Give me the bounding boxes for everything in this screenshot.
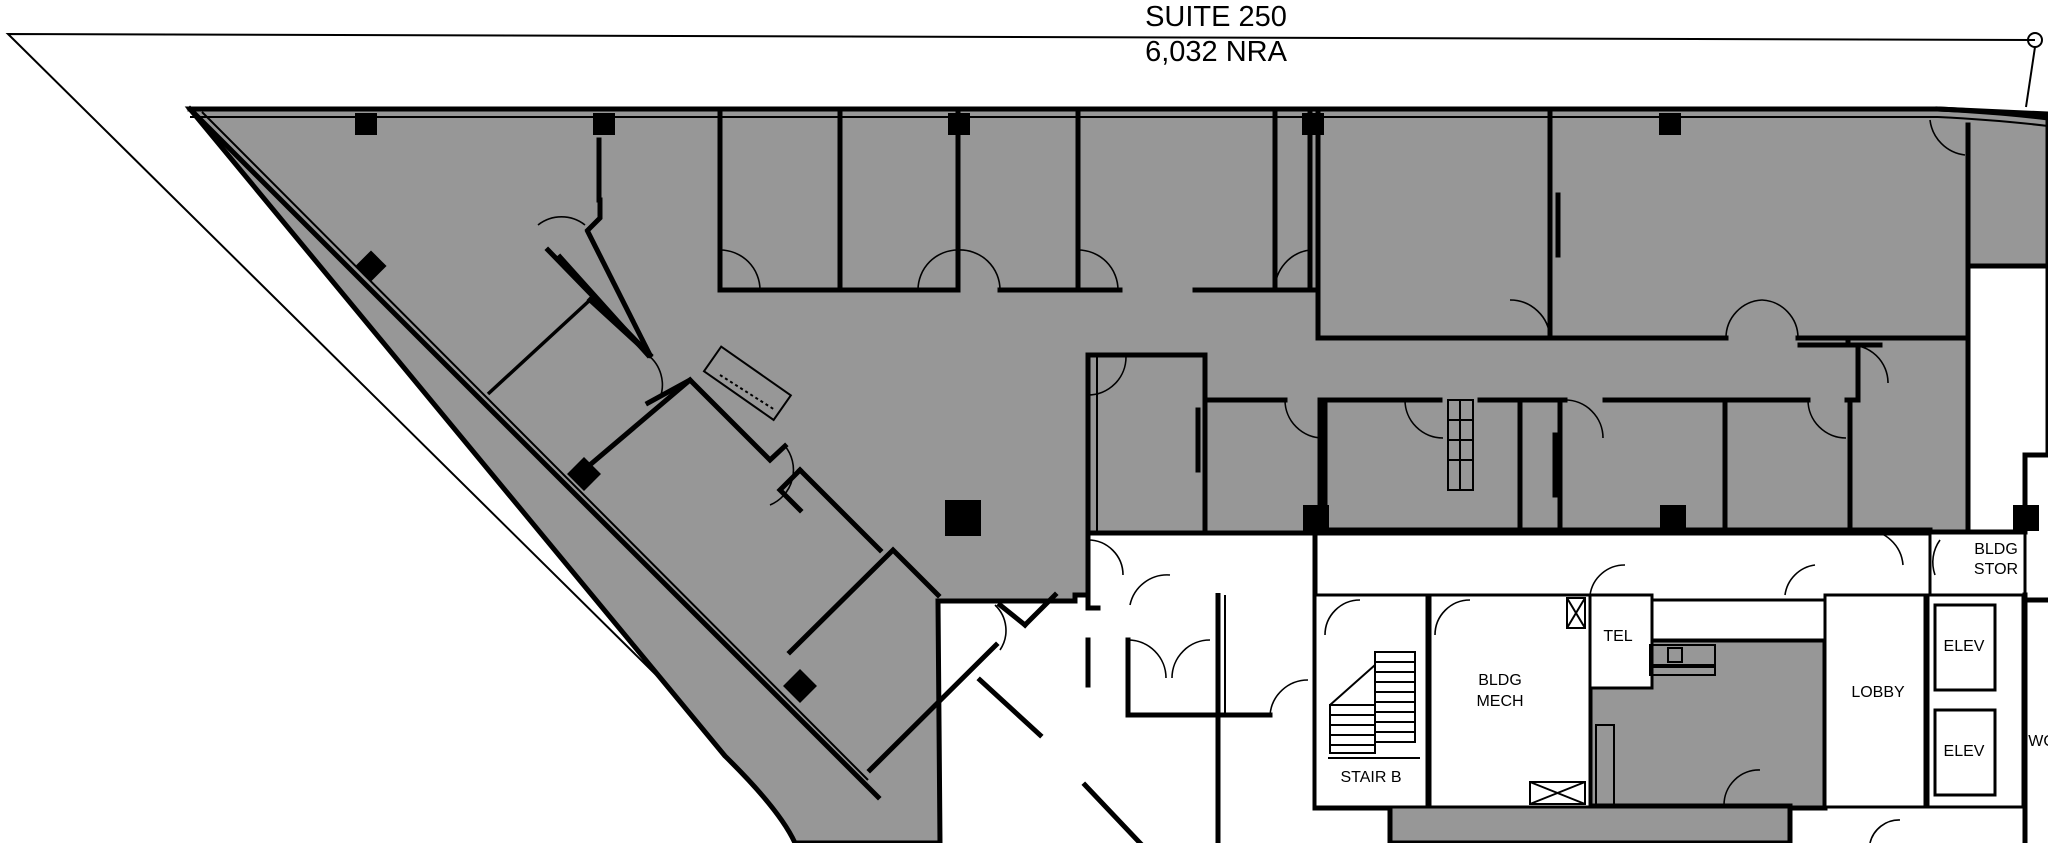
lobby-label: LOBBY — [1851, 684, 1905, 701]
exterior-walls — [186, 105, 2048, 801]
elevator-1-label: ELEV — [1944, 638, 1985, 655]
stair-treads — [1328, 651, 1420, 759]
bldg-mech-room — [1428, 593, 1592, 809]
bldg-stor-label-2: STOR — [1974, 561, 2018, 578]
corridor — [1085, 530, 1966, 642]
bldg-mech-label-2: MECH — [1476, 693, 1523, 710]
building-core — [1313, 531, 2048, 843]
suite-name: SUITE 250 — [1145, 1, 1287, 33]
structural-columns — [355, 113, 2039, 703]
stair-b-label: STAIR B — [1340, 769, 1401, 786]
suite-area — [184, 106, 2048, 843]
bldg-stor-label-1: BLDG — [1974, 541, 2018, 558]
suite-area-label: 6,032 NRA — [1145, 36, 1288, 68]
wc-label-partial: WO — [2028, 733, 2048, 750]
lobby-room — [1823, 593, 1927, 809]
elevator-2-label: ELEV — [1944, 743, 1985, 760]
tel-room — [1588, 593, 1654, 690]
tel-label: TEL — [1603, 628, 1632, 645]
bldg-mech-label-1: BLDG — [1478, 672, 1522, 689]
interior-walls — [486, 106, 1971, 843]
door-swings — [537, 119, 1966, 843]
